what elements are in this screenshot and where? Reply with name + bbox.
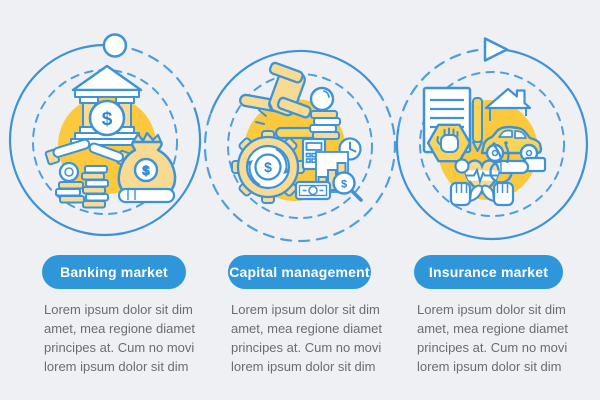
banking-market-description: Lorem ipsum dolor sit dim amet, mea regi… bbox=[44, 302, 196, 374]
svg-text:$: $ bbox=[341, 179, 347, 191]
dollar-coin-icon: $ bbox=[88, 99, 126, 137]
outer-ring-solid bbox=[209, 49, 379, 114]
svg-text:$: $ bbox=[102, 109, 113, 130]
gear-dollar-icon: $ bbox=[231, 130, 305, 204]
capital-management-illustration: $ bbox=[203, 49, 397, 243]
outer-ring-dashed bbox=[397, 47, 494, 129]
banking-market-illustration: $ $ bbox=[8, 33, 202, 237]
money-bag-icon: $ bbox=[117, 131, 177, 204]
banking-market-label: Banking market bbox=[60, 264, 168, 280]
circle-node-icon bbox=[102, 33, 128, 58]
inner-dashed-ring bbox=[419, 71, 565, 217]
house-icon bbox=[484, 87, 532, 121]
svg-text:$: $ bbox=[264, 159, 272, 175]
svg-text:$: $ bbox=[142, 163, 150, 178]
magnifier-dollar-icon: $ bbox=[332, 171, 363, 202]
outer-ring-dashed bbox=[113, 44, 196, 109]
triangle-node-icon bbox=[483, 37, 509, 62]
outer-ring-dashed bbox=[203, 90, 397, 243]
pen-icon bbox=[472, 97, 483, 152]
capital-management-label: Capital management bbox=[229, 264, 370, 280]
banking-market-button[interactable]: Banking market bbox=[42, 255, 186, 289]
capital-management-button[interactable]: Capital management bbox=[228, 255, 371, 289]
outer-ring-solid bbox=[395, 47, 589, 241]
supporting-hands-icon bbox=[449, 181, 515, 207]
stethoscope-icon bbox=[454, 141, 513, 184]
insurance-market-label: Insurance market bbox=[428, 264, 549, 280]
insurance-market-description: Lorem ipsum dolor sit dim amet, mea regi… bbox=[417, 302, 569, 374]
stop-hand-hexagon-icon bbox=[426, 123, 472, 163]
coin-stack-icon bbox=[309, 86, 341, 140]
insurance-market-illustration bbox=[395, 37, 589, 241]
coin-stack-icon bbox=[55, 161, 109, 209]
outer-ring-solid bbox=[8, 43, 202, 237]
gavel-icon bbox=[239, 61, 322, 140]
insurance-market-button[interactable]: Insurance market bbox=[414, 255, 563, 289]
car-icon bbox=[480, 125, 543, 163]
capital-management-description: Lorem ipsum dolor sit dim amet, mea regi… bbox=[231, 302, 383, 374]
banknote-icon bbox=[294, 180, 332, 201]
